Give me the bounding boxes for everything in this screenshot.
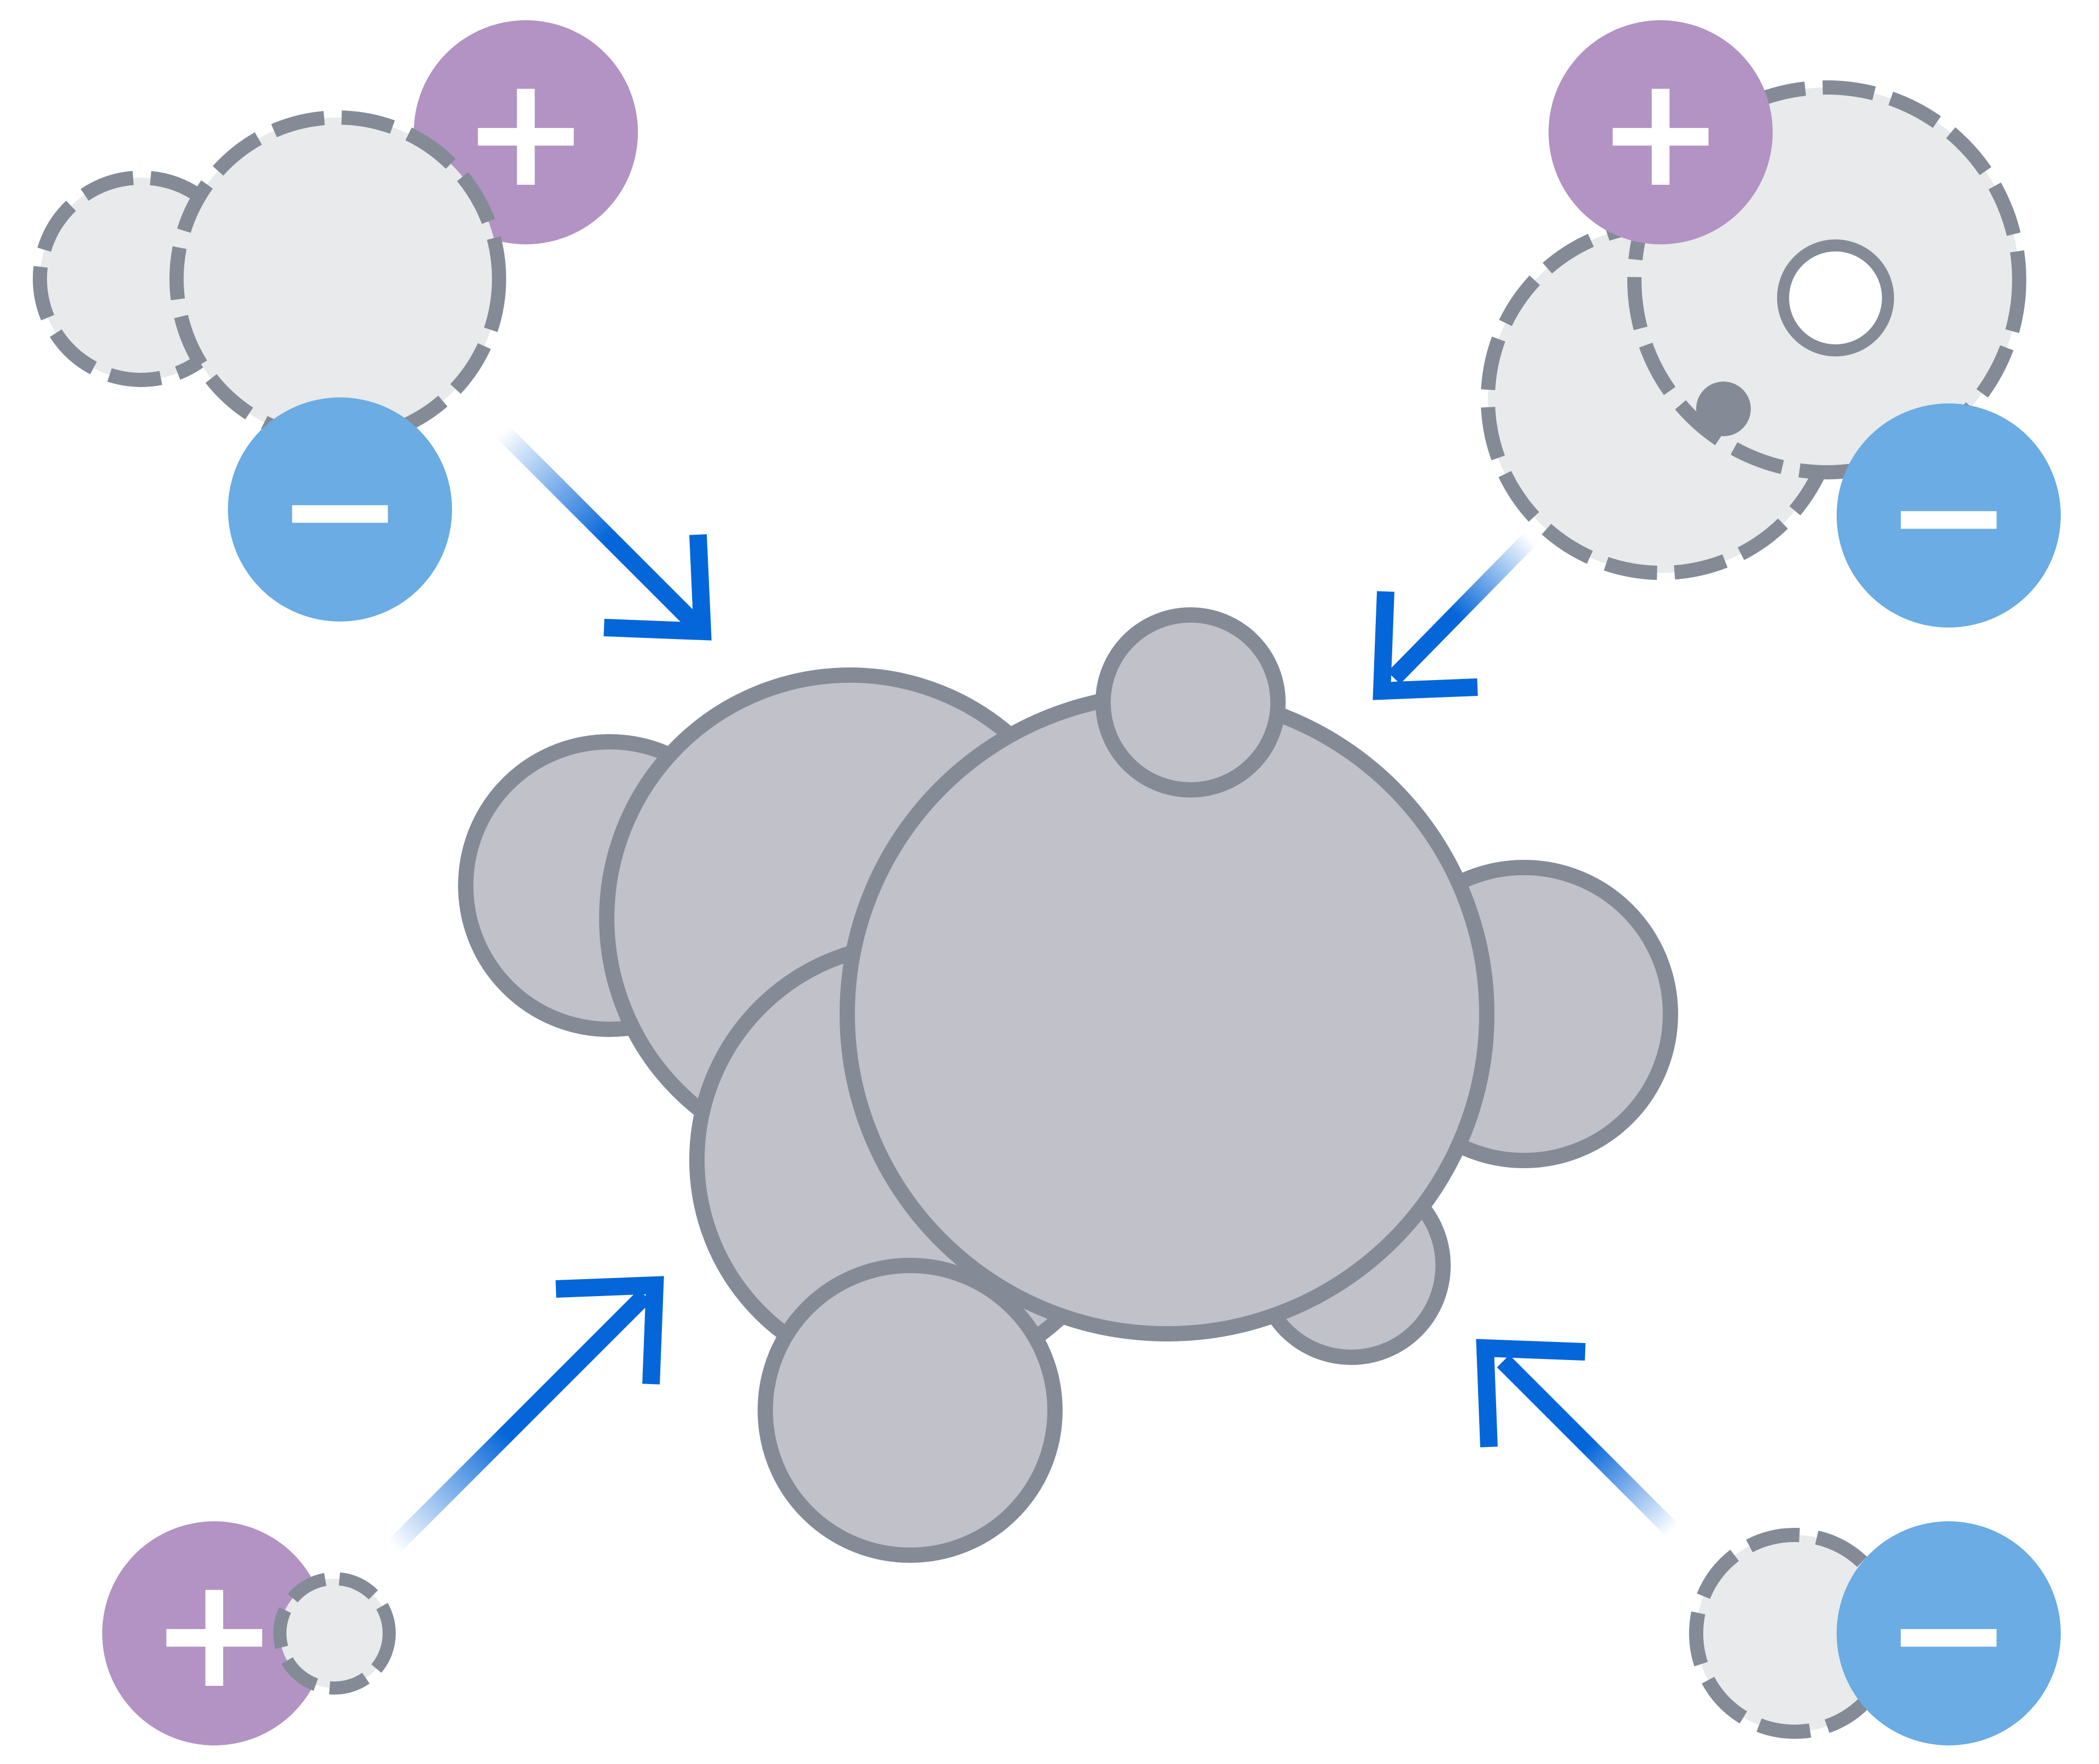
arrow-top-left-icon [496, 425, 712, 641]
central-molecule-icon [458, 607, 1678, 1563]
molecule-atom-top-small [1095, 607, 1286, 798]
positive-ion-icon [102, 1521, 326, 1745]
positive-sign: + [150, 1544, 279, 1722]
solvent-ring-icon [1777, 239, 1894, 356]
negative-ion-icon [1837, 403, 2061, 628]
solvated-ion-pair-top-right-icon: + − [1481, 20, 2061, 628]
solvent-dot-icon [1696, 382, 1751, 436]
solvated-ion-pair-bottom-right-icon: − [1689, 1521, 2061, 1745]
negative-ion-icon [228, 397, 452, 622]
negative-sign: − [1885, 1544, 2013, 1722]
positive-sign: + [462, 43, 590, 221]
solvated-ion-pair-bottom-left-icon: + [102, 1521, 396, 1745]
molecule-atom-bottom [758, 1258, 1063, 1563]
arrow-bottom-left-icon [387, 1276, 664, 1554]
arrow-top-right-icon [1373, 532, 1537, 700]
negative-sign: − [1885, 426, 2013, 605]
solvated-ion-pair-top-left-icon: + − [33, 20, 638, 622]
negative-sign: − [276, 420, 404, 599]
solvent-shell [33, 110, 506, 447]
solvent-shell [273, 1572, 396, 1695]
positive-ion-icon [1549, 20, 1773, 244]
positive-sign: + [1597, 43, 1725, 221]
negative-ion-icon [1837, 1521, 2061, 1745]
arrow-bottom-right-icon [1476, 1339, 1679, 1537]
